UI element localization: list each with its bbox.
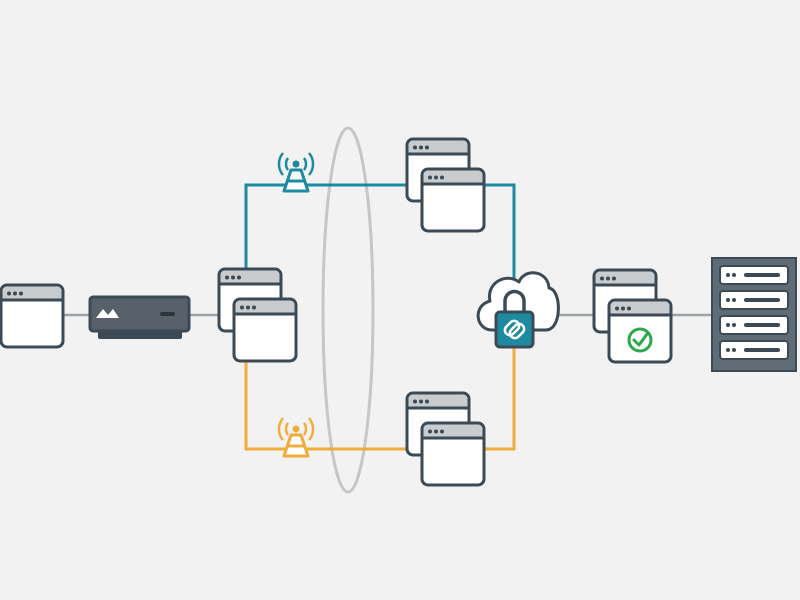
- cell-tower-icon: [277, 417, 315, 458]
- stacked-windows-icon: [405, 137, 486, 233]
- link-blue-left: [244, 183, 408, 270]
- stacked-windows-icon: [217, 267, 298, 363]
- link-orange-right: [484, 345, 516, 451]
- stacked-windows-check-icon: [592, 268, 673, 364]
- browser-window-icon: [0, 283, 65, 349]
- server-rack-icon: [711, 257, 797, 372]
- router-icon: [88, 295, 191, 339]
- link-blue-right: [484, 183, 516, 282]
- cell-tower-icon: [277, 152, 315, 193]
- cloud-lock-icon: [476, 271, 560, 349]
- stacked-windows-icon: [405, 391, 486, 487]
- tunnel-ring: [321, 126, 375, 494]
- link-orange-left: [244, 362, 408, 451]
